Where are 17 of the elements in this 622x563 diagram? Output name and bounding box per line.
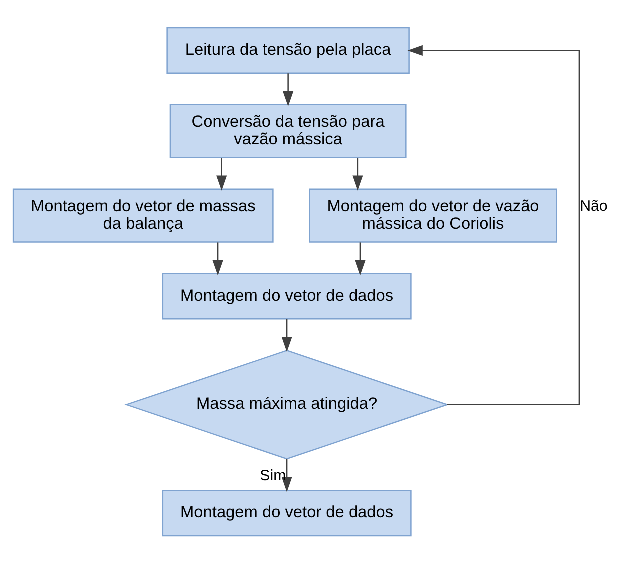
node-box: Montagem do vetor de massas da balança <box>12 188 274 242</box>
edge-label: Não <box>580 197 608 214</box>
arrow <box>408 44 580 406</box>
node-box: Montagem do vetor de dados <box>162 489 412 536</box>
arrow <box>283 73 294 106</box>
arrow <box>212 242 224 276</box>
arrow <box>216 158 228 190</box>
node-diamond: Massa máxima atingida? <box>124 350 450 460</box>
arrow <box>282 458 292 492</box>
node-box: Montagem do vetor de vazão mássica do Coriolis <box>309 188 558 242</box>
arrow <box>355 242 366 276</box>
node-box: Leitura da tensão pela placa <box>166 26 410 74</box>
edge-label: Sim <box>260 466 286 484</box>
arrow <box>352 158 364 190</box>
arrow <box>282 318 292 352</box>
node-box: Conversão da tensão para vazão mássica <box>170 104 407 158</box>
node-box: Montagem do vetor de dados <box>162 272 412 320</box>
